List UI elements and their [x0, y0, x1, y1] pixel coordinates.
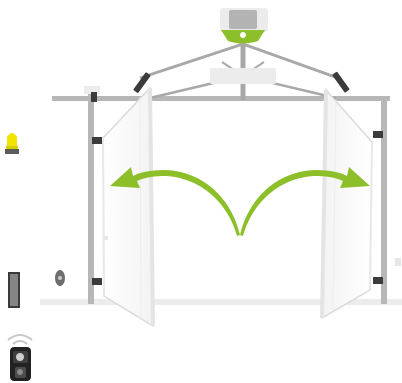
left-actuator	[133, 72, 151, 93]
keypad-panel	[8, 272, 20, 308]
left-post	[88, 92, 94, 304]
warning-lamp	[5, 133, 19, 154]
right-actuator	[332, 71, 350, 93]
ground-line	[40, 299, 402, 305]
right-hinges	[373, 131, 383, 284]
remote-control	[7, 334, 33, 381]
gate-opener-motor	[220, 8, 268, 44]
key-switch	[55, 270, 65, 286]
motor-support-arms	[139, 42, 339, 100]
right-gate-leaf	[320, 88, 373, 320]
right-marker	[395, 258, 401, 266]
left-hinges	[91, 92, 102, 285]
right-post	[381, 97, 387, 304]
left-post-cap	[84, 86, 100, 94]
back-beam	[52, 96, 390, 101]
left-marker	[104, 236, 108, 240]
left-gate-leaf	[102, 86, 155, 328]
